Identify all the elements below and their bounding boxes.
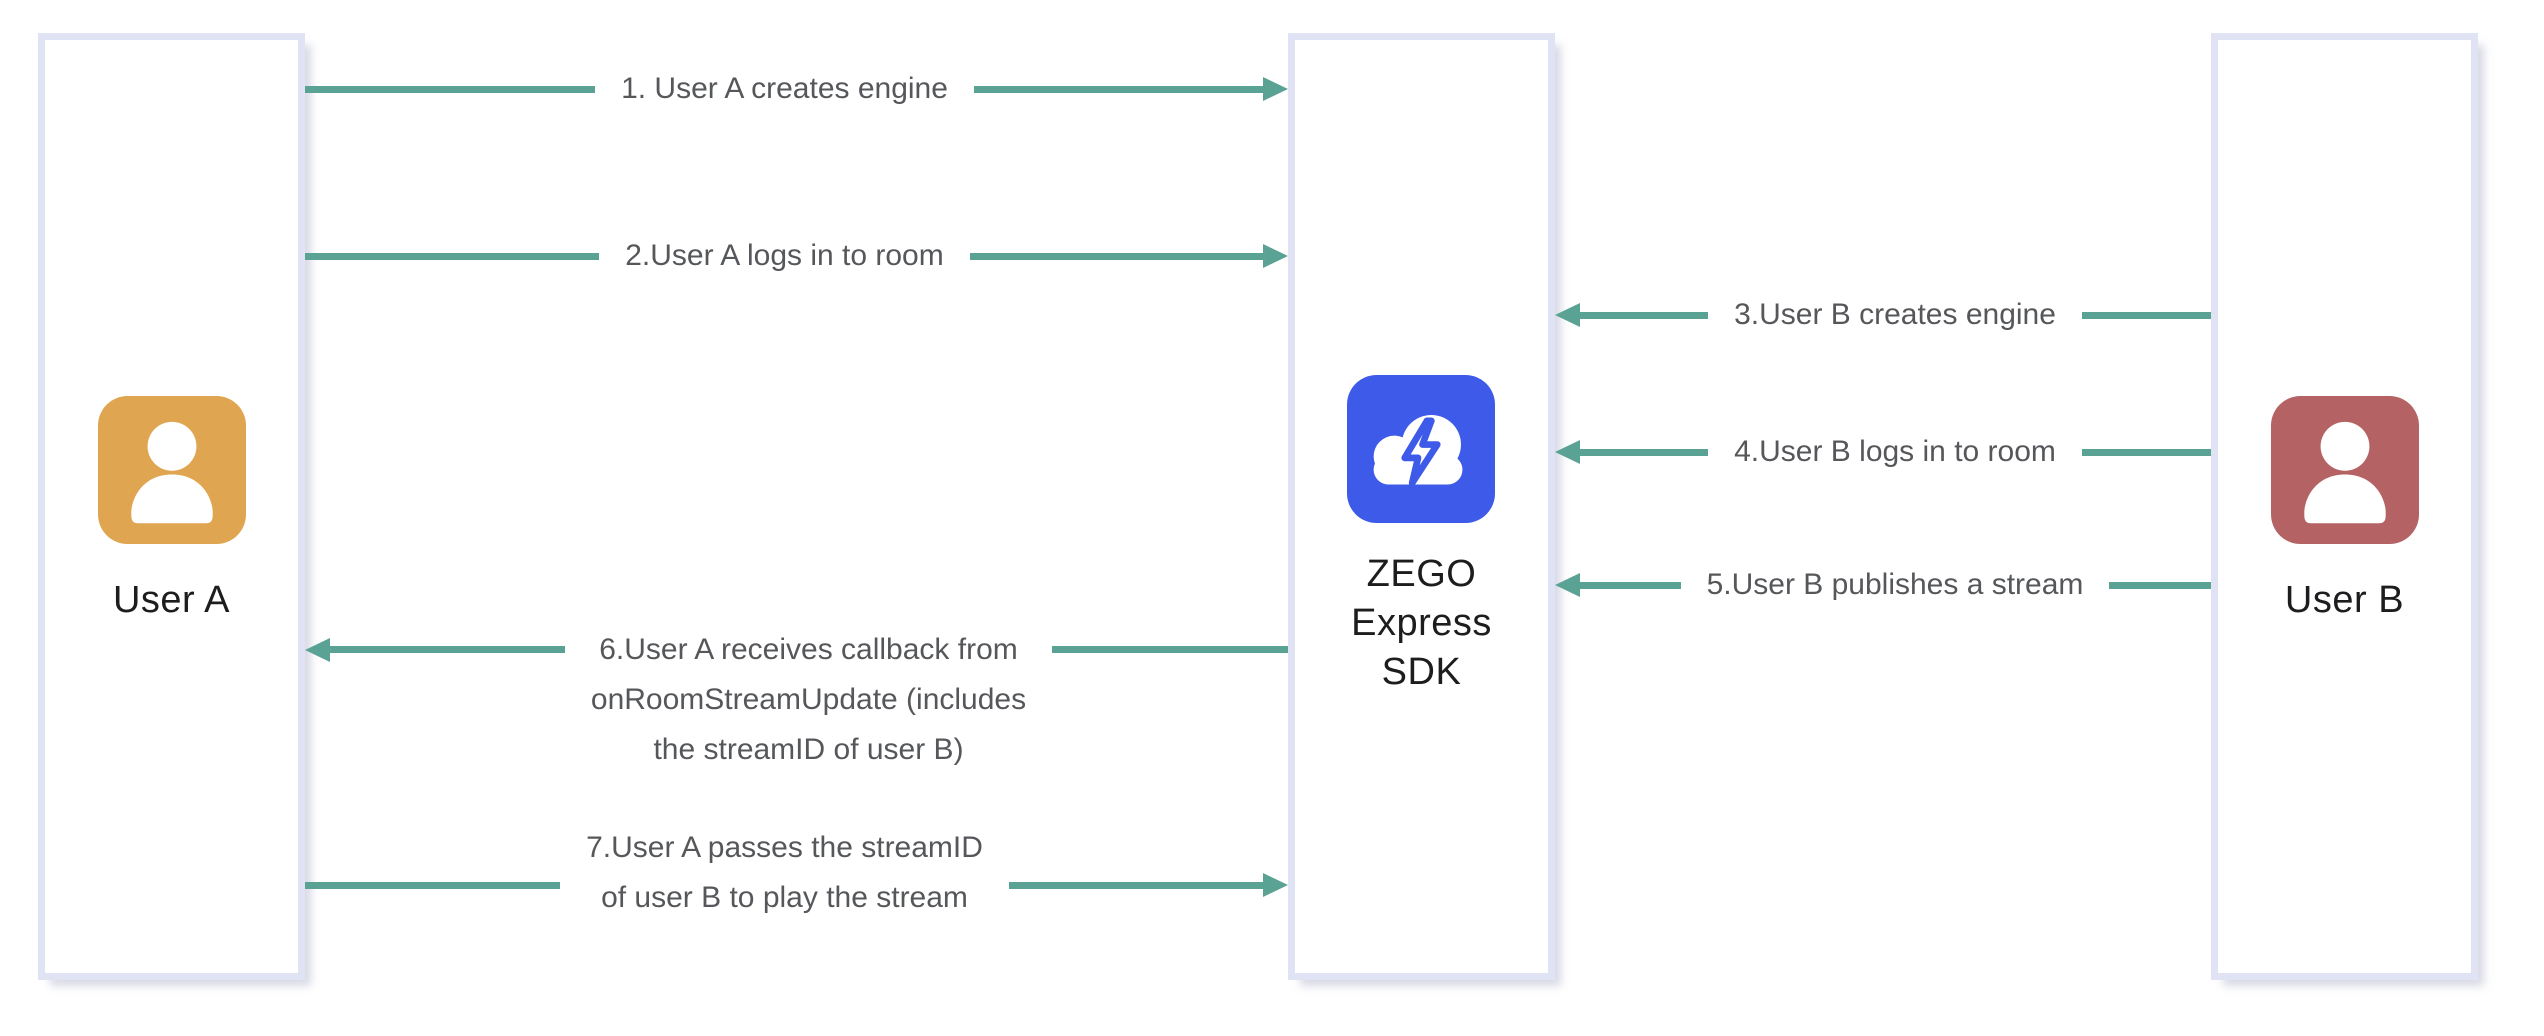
message-7: 7.User A passes the streamID of user B t… [305, 831, 1288, 914]
message-3: 3.User B creates engine [1555, 290, 2211, 340]
message-4-label: 4.User B logs in to room [1734, 435, 2056, 468]
message-1-label: 1. User A creates engine [621, 72, 948, 105]
message-1: 1. User A creates engine [305, 64, 1288, 114]
message-5-label: 5.User B publishes a stream [1706, 568, 2084, 601]
person-icon [98, 396, 246, 544]
message-3-label: 3.User B creates engine [1734, 298, 2056, 331]
message-4: 4.User B logs in to room [1555, 427, 2212, 477]
arrow-line [969, 252, 1264, 260]
arrowhead-left-icon [1555, 303, 1580, 327]
actor-label-user-b: User B [2284, 579, 2405, 621]
arrow-line [329, 646, 565, 653]
arrowhead-left-icon [1555, 573, 1580, 597]
arrow-line [2081, 448, 2212, 456]
arrowhead-left-icon [305, 638, 330, 662]
arrow-line [973, 85, 1264, 93]
actor-label-sdk: ZEGO Express SDK [1351, 553, 1492, 693]
arrow-line [1008, 881, 1264, 889]
message-6-label: 6.User A receives callback from onRoomSt… [590, 633, 1027, 766]
person-icon [2271, 396, 2419, 544]
message-2: 2.User A logs in to room [305, 231, 1288, 281]
arrow-line [305, 881, 561, 889]
cloud-lightning-icon [1347, 375, 1495, 523]
actor-label-user-a: User A [112, 579, 231, 621]
message-6: 6.User A receives callback from onRoomSt… [305, 625, 1289, 775]
arrowhead-right-icon [1263, 77, 1288, 101]
arrow-line [305, 85, 596, 93]
arrowhead-right-icon [1263, 244, 1288, 268]
message-2-label: 2.User A logs in to room [625, 239, 944, 272]
message-5: 5.User B publishes a stream [1555, 560, 2211, 610]
arrow-line [1579, 448, 1709, 456]
message-7-label: 7.User A passes the streamID of user B t… [586, 831, 983, 914]
arrow-line [1579, 581, 1681, 589]
arrow-line [1052, 646, 1289, 653]
arrowhead-right-icon [1263, 873, 1288, 897]
arrow-line [2081, 311, 2211, 319]
arrowhead-left-icon [1555, 440, 1580, 464]
arrow-line [305, 252, 600, 260]
arrow-line [1579, 311, 1709, 319]
arrow-line [2109, 581, 2211, 589]
